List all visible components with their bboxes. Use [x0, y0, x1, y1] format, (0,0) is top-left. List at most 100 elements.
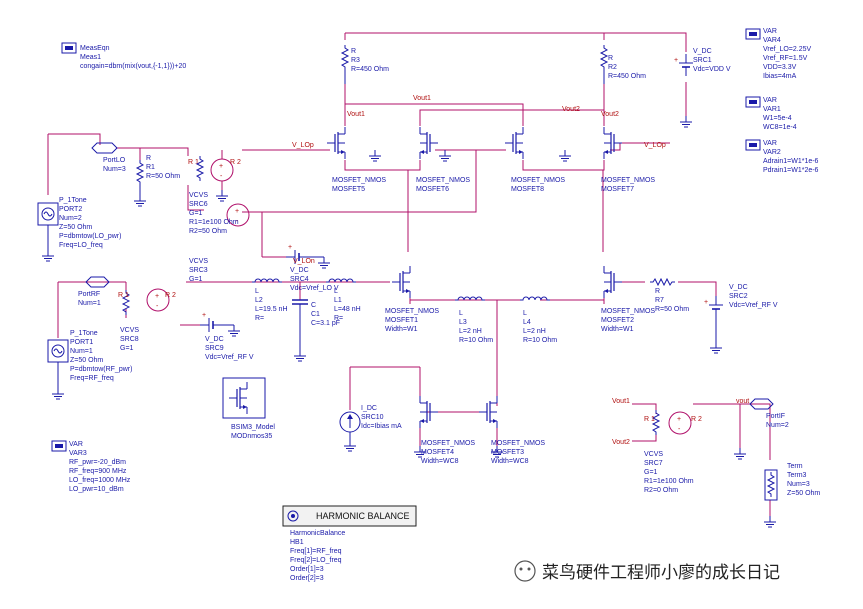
mosfet7[interactable]: MOSFET_NMOS MOSFET7	[601, 126, 655, 193]
src6-pin-r2: R 2	[230, 159, 241, 166]
vcvs-src3[interactable]: VCVS SRC3 G=1	[189, 258, 208, 283]
capacitor-c1[interactable]: C C1 C=3.1 pF	[292, 299, 340, 362]
bsim3-model[interactable]: BSIM3_Model MODnmos35	[222, 377, 275, 440]
port2-line-4: P=dbmtow(LO_pwr)	[59, 233, 121, 240]
mosfet6-line-1: MOSFET6	[416, 186, 449, 193]
src10-line-0: I_DC	[361, 405, 377, 412]
port-p1-rf[interactable]: P_1Tone PORT1 Num=1 Z=50 Ohm P=dbmtow(RF…	[47, 330, 132, 400]
vcvs-src7[interactable]: R 1 R 2 VCVS SRC7 G=1 R1=1e100 Ohm R2=0 …	[644, 409, 747, 494]
r3-line-0: R	[351, 48, 356, 55]
mosfet8-line-1: MOSFET8	[511, 186, 544, 193]
meas-line-0: MeasEqn	[80, 45, 110, 52]
resistor-r1[interactable]: R R1 R=50 Ohm	[133, 155, 180, 207]
r1-line-0: R	[146, 155, 151, 162]
l2-line-2: L=19.5 nH	[255, 306, 288, 313]
mosfet1-line-2: Width=W1	[385, 326, 418, 333]
l1-line-2: L=48 nH	[334, 306, 361, 313]
c1-line-0: C	[311, 302, 316, 309]
node-vout2-b: Vout2	[601, 111, 619, 118]
mosfet2-line-1: MOSFET2	[601, 317, 634, 324]
port-rf-connector[interactable]: PortRF Num=1	[78, 276, 110, 307]
inductor-l1[interactable]: L L1 L=48 nH R=	[325, 278, 361, 322]
vdc-src4[interactable]: V_DC SRC4 Vdc=Vref_LO V	[261, 212, 339, 292]
vcvs-src6[interactable]: R 2 R 1 VCVS SRC6 G=1 R1=1e100 Ohm R2=50…	[188, 150, 250, 235]
var3-block[interactable]: VAR VAR3 RF_pwr=-20_dBm RF_freq=900 MHz …	[51, 440, 131, 493]
l4-line-2: L=2 nH	[523, 328, 546, 335]
hb-line-2: Freq[1]=RF_freq	[290, 548, 342, 555]
l1-line-0: L	[334, 288, 338, 295]
src8-line-2: G=1	[120, 345, 134, 352]
mosfet7-line-0: MOSFET_NMOS	[601, 177, 655, 184]
var3-line-0: VAR	[69, 441, 83, 448]
watermark: 菜鸟硬件工程师小廖的成长日记	[514, 560, 780, 583]
port2-line-0: P_1Tone	[59, 197, 87, 204]
mosfet2[interactable]: MOSFET_NMOS MOSFET2 Width=W1	[601, 265, 655, 333]
mosfet6[interactable]: MOSFET_NMOS MOSFET6	[416, 126, 470, 193]
node-v-lon: V_LOn	[293, 258, 315, 265]
vcvs-src8[interactable]: R 1 R 2 VCVS SRC8 G=1	[118, 288, 176, 352]
port2-line-5: Freq=LO_freq	[59, 242, 103, 249]
src4-line-2: Vdc=Vref_LO V	[290, 285, 339, 292]
term3-line-2: Num=3	[787, 481, 810, 488]
l2-line-1: L2	[255, 297, 263, 304]
var1-block[interactable]: VAR VAR1 W1=5e-4 WC8=1e-4	[745, 96, 797, 131]
var2-block[interactable]: VAR VAR2 Adrain1=W1*1e-6 Pdrain1=W1*2e-6	[745, 139, 819, 174]
portrf-line-1: Num=1	[78, 300, 101, 307]
meas-eqn-block[interactable]: MeasEqn Meas1 congain=dbm(mix(vout,{-1,1…	[61, 42, 186, 70]
src7-line-2: G=1	[644, 469, 658, 476]
resistor-r7[interactable]: R R7 R=50 Ohm	[649, 278, 689, 313]
src1-line-2: Vdc=VDD V	[693, 66, 731, 73]
src8-line-1: SRC8	[120, 336, 139, 343]
mosfet2-line-0: MOSFET_NMOS	[601, 308, 655, 315]
l4-line-1: L4	[523, 319, 531, 326]
src1-line-0: V_DC	[693, 48, 712, 55]
inductor-l3[interactable]: L L3 L=2 nH R=10 Ohm	[454, 296, 493, 344]
r7-line-2: R=50 Ohm	[655, 306, 689, 313]
mosfet4-line-2: Width=WC8	[421, 458, 459, 465]
var2-line-3: Pdrain1=W1*2e-6	[763, 167, 819, 174]
src2-line-2: Vdc=Vref_RF V	[729, 302, 778, 309]
term3[interactable]: Term Term3 Num=3 Z=50 Ohm	[763, 463, 820, 528]
var4-block[interactable]: VAR VAR4 Vref_LO=2.25V Vref_RF=1.5V VDD=…	[745, 28, 812, 80]
mosfet5-line-0: MOSFET_NMOS	[332, 177, 386, 184]
r7-line-1: R7	[655, 297, 664, 304]
mosfet6-line-0: MOSFET_NMOS	[416, 177, 470, 184]
mosfet1[interactable]: MOSFET_NMOS MOSFET1 Width=W1	[385, 265, 439, 333]
gear-icon	[287, 510, 299, 522]
meas-line-2: congain=dbm(mix(vout,{-1,1}))+20	[80, 63, 186, 70]
l3-line-0: L	[459, 310, 463, 317]
resistor-r3[interactable]: R R3 R=450 Ohm	[341, 44, 389, 84]
port-if-connector[interactable]: PortIF Num=2	[749, 398, 789, 429]
harmonic-balance-block[interactable]: HARMONIC BALANCE HarmonicBalance HB1 Fre…	[282, 505, 417, 582]
vdc-src1[interactable]: V_DC SRC1 Vdc=VDD V	[673, 48, 731, 128]
src6-pin-r1: R 1	[188, 159, 199, 166]
node-vout1-c: Vout1	[612, 398, 630, 405]
mosfet3[interactable]: MOSFET_NMOS MOSFET3 Width=WC8	[478, 395, 545, 465]
vdc-src9[interactable]: V_DC SRC9 Vdc=Vref_RF V	[180, 311, 254, 361]
mosfet4-line-1: MOSFET4	[421, 449, 454, 456]
mosfet4[interactable]: MOSFET_NMOS MOSFET4 Width=WC8	[413, 395, 475, 465]
src7-line-1: SRC7	[644, 460, 663, 467]
port1-line-3: Z=50 Ohm	[70, 357, 103, 364]
l3-line-1: L3	[459, 319, 467, 326]
node-v-lop-a: V_LOp	[292, 142, 314, 149]
mosfet8-line-0: MOSFET_NMOS	[511, 177, 565, 184]
node-vout2-a: Vout2	[562, 106, 580, 113]
l4-line-0: L	[523, 310, 527, 317]
bsim-line-0: BSIM3_Model	[231, 424, 275, 431]
port-p2-lo[interactable]: P_1Tone PORT2 Num=2 Z=50 Ohm P=dbmtow(LO…	[37, 197, 121, 262]
port-lo-connector[interactable]: PortLO Num=3	[91, 142, 126, 173]
mosfet5[interactable]: MOSFET_NMOS MOSFET5	[326, 126, 386, 193]
src7-line-0: VCVS	[644, 451, 663, 458]
l3-line-3: R=10 Ohm	[459, 337, 493, 344]
resistor-r2[interactable]: R R2 R=450 Ohm	[600, 44, 646, 84]
mosfet1-line-1: MOSFET1	[385, 317, 418, 324]
src4-line-0: V_DC	[290, 267, 309, 274]
inductor-l2[interactable]: L L2 L=19.5 nH R=	[251, 278, 288, 322]
src2-line-0: V_DC	[729, 284, 748, 291]
idc-src10[interactable]: I_DC SRC10 Idc=Ibias mA	[339, 405, 402, 452]
inductor-l4[interactable]: L L4 L=2 nH R=10 Ohm	[519, 296, 557, 344]
vdc-src2[interactable]: V_DC SRC2 Vdc=Vref_RF V	[703, 284, 778, 354]
mosfet8[interactable]: MOSFET_NMOS MOSFET8	[504, 126, 572, 193]
l3-line-2: L=2 nH	[459, 328, 482, 335]
